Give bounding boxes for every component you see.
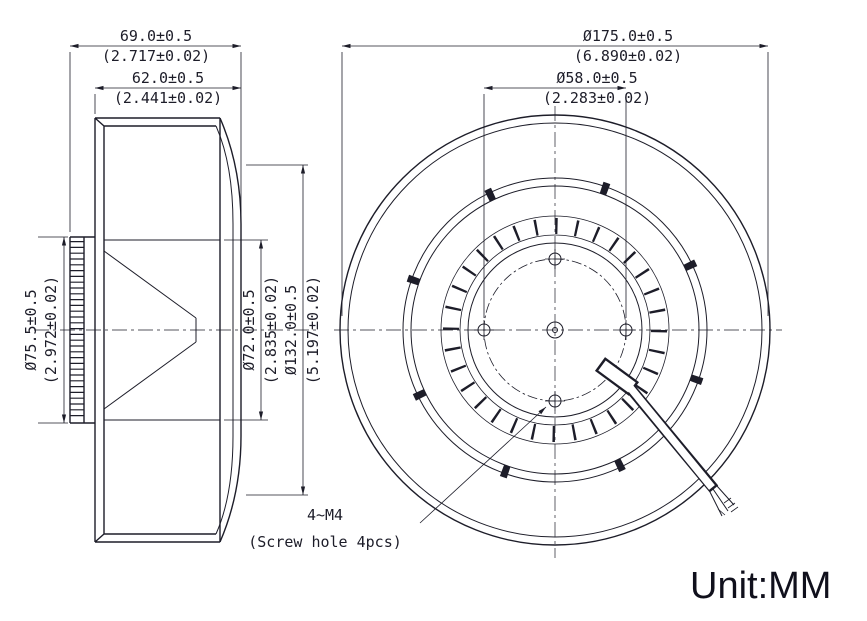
dim-inlet-ring-dia: Ø132.0±0.5 (5.197±0.02) — [246, 164, 322, 496]
wire-strands — [709, 485, 735, 517]
side-view — [34, 117, 318, 543]
lead-wire — [594, 357, 739, 517]
screw-hole-left-crosshair — [474, 320, 494, 340]
side-view-shroud-curve — [219, 117, 242, 543]
dim-inlet-ring-mm-text: Ø132.0±0.5 — [282, 285, 300, 375]
side-view-interior-lines — [103, 239, 220, 421]
impeller-outer-inner-circle — [347, 122, 763, 538]
dim-outer-dia-mm-text: Ø175.0±0.5 — [583, 27, 673, 45]
blade-ring-inner-circle — [459, 234, 651, 426]
dim-rotor-hub-mm-text: Ø72.0±0.5 — [240, 289, 258, 370]
screw-hole-top-crosshair — [545, 249, 565, 269]
screw-note-line2: (Screw hole 4pcs) — [248, 533, 402, 551]
screw-note-line1: 4~M4 — [307, 506, 343, 524]
dim-outer-dia-in-text: (6.890±0.02) — [574, 47, 682, 65]
dim-depth-body: 62.0±0.5 (2.441±0.02) — [94, 69, 242, 114]
inlet-ring-inner-circle — [410, 185, 700, 475]
dim-depth-body-mm-text: 62.0±0.5 — [132, 69, 204, 87]
dim-depth-total-mm-text: 69.0±0.5 — [120, 27, 192, 45]
screw-note-leader — [419, 406, 547, 524]
front-view — [334, 106, 782, 558]
rotor-hub-circle — [467, 242, 643, 418]
dim-bolt-circle-mm-text: Ø58.0±0.5 — [556, 69, 637, 87]
unit-label: Unit:MM — [690, 565, 831, 607]
dim-hub-dia: Ø75.5±0.5 (2.972±0.02) — [22, 236, 68, 424]
dim-depth-body-in-text: (2.441±0.02) — [114, 89, 222, 107]
screw-holes — [474, 249, 636, 411]
screw-hole-right-crosshair — [616, 320, 636, 340]
dim-depth-total-in-text: (2.717±0.02) — [102, 47, 210, 65]
dim-bolt-circle: Ø58.0±0.5 (2.283±0.02) — [483, 69, 651, 318]
dim-rotor-hub-dia: Ø72.0±0.5 (2.835±0.02) — [224, 239, 280, 421]
wire-strand-ticks — [717, 497, 739, 516]
side-view-hub-outline — [69, 236, 95, 424]
impeller-outer-circle — [339, 114, 771, 546]
side-view-housing-outline — [94, 117, 220, 543]
dim-rotor-hub-in-text: (2.835±0.02) — [262, 276, 280, 384]
dimensions: 69.0±0.5 (2.717±0.02) 62.0±0.5 (2.441±0.… — [22, 27, 769, 496]
side-view-shroud-inner-curve — [215, 125, 234, 535]
screw-hole-bottom-crosshair — [545, 391, 565, 411]
dim-hub-dia-mm-text: Ø75.5±0.5 — [22, 289, 40, 370]
inlet-ring-circle — [402, 177, 708, 483]
blade-retention-tabs — [399, 174, 711, 486]
shaft-center-dot — [552, 327, 558, 333]
blade-ring-outer-circle — [440, 215, 670, 445]
screw-note: 4~M4 (Screw hole 4pcs) — [248, 406, 547, 551]
shaft-center-circle — [546, 321, 564, 339]
dim-bolt-circle-in-text: (2.283±0.02) — [543, 89, 651, 107]
dim-depth-total: 69.0±0.5 (2.717±0.02) — [69, 27, 242, 232]
dim-outer-dia: Ø175.0±0.5 (6.890±0.02) — [341, 27, 769, 316]
dim-inlet-ring-in-text: (5.197±0.02) — [304, 276, 322, 384]
blade-tip-ticks — [443, 218, 667, 442]
dim-hub-dia-in-text: (2.972±0.02) — [42, 276, 60, 384]
